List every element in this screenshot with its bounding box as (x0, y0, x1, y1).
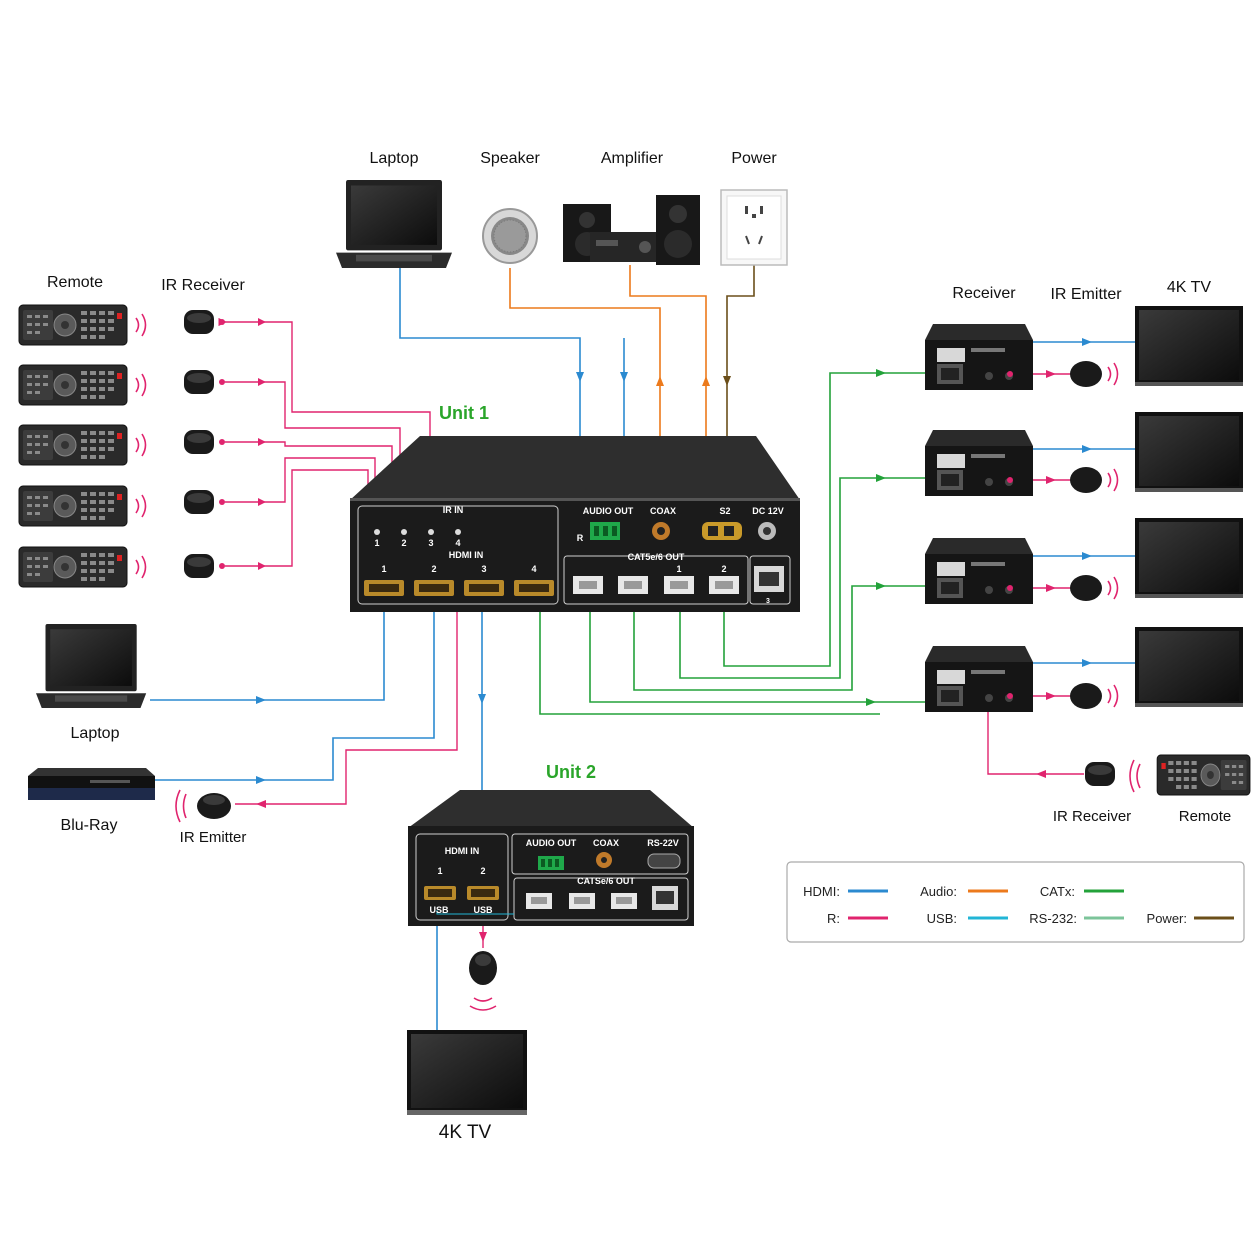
bottom-tv (407, 1030, 527, 1115)
receiver-tv-hdmi (1030, 341, 1135, 664)
unit1-audio-r-label: R (577, 533, 584, 543)
left-ir-emitter-label: IR Emitter (180, 829, 247, 846)
legend-hdmi-label: HDMI: (803, 884, 840, 899)
unit1-hdmi-port-4: 4 (531, 564, 536, 574)
ir-receiver-3 (184, 430, 225, 454)
legend-ir-label: R: (827, 911, 840, 926)
unit1-cat-out-label: CAT5e/6 OUT (628, 552, 685, 562)
tv-3 (1135, 518, 1243, 598)
bottom-ir-emitter (469, 951, 497, 1011)
ir-receiver-1 (184, 310, 225, 334)
legend-power-label: Power: (1147, 911, 1187, 926)
unit1-rs232-label: S2 (719, 506, 730, 516)
top-laptop (336, 180, 452, 268)
ir-emitter-column-label: IR Emitter (1050, 286, 1122, 303)
right-remote-label: Remote (1179, 808, 1232, 825)
unit-2-title: Unit 2 (546, 762, 596, 782)
right-remote (1156, 754, 1251, 796)
legend-rs232-label: RS-232: (1029, 911, 1077, 926)
tv-column-label: 4K TV (1167, 279, 1212, 296)
laptop-hdmi-cable (150, 600, 385, 701)
legend-catx-label: CATx: (1040, 884, 1075, 899)
unit1-ir-in-label: IR IN (443, 505, 464, 515)
unit1-hdmi-port-2: 2 (431, 564, 436, 574)
unit-1-title: Unit 1 (439, 403, 489, 423)
unit-1-device: IR IN 1 2 3 4 HDMI IN 1 2 3 4 AUDIO OUT … (350, 436, 800, 612)
ir-receiver-5 (184, 554, 225, 578)
legend-audio-label: Audio: (920, 884, 957, 899)
left-laptop (36, 624, 147, 708)
unit1-hdmi-port-3: 3 (481, 564, 486, 574)
unit2-hdmi-in-label: HDMI IN (445, 846, 480, 856)
amplifier-device (563, 195, 700, 265)
unit2-usb-label-2: USB (473, 905, 493, 915)
receiver-1 (925, 324, 1033, 390)
ir-emitter-cable (235, 600, 458, 805)
right-ir-emitter-3 (1070, 575, 1119, 601)
unit1-cat-port-1: 1 (676, 564, 681, 574)
unit2-audio-out-label: AUDIO OUT (526, 838, 577, 848)
right-ir-receiver (1085, 759, 1141, 793)
tv-2 (1135, 412, 1243, 492)
unit1-hdmi-port-1: 1 (381, 564, 386, 574)
remote-5 (18, 546, 147, 588)
cable-legend: HDMI: R: Audio: USB: CATx: RS-232: Power… (786, 861, 1245, 943)
unit2-rs232-label: RS-22V (647, 838, 679, 848)
unit1-coax-label: COAX (650, 506, 676, 516)
tv-1 (1135, 306, 1243, 386)
right-ir-receiver-cable (987, 700, 1084, 775)
remote-3 (18, 424, 147, 466)
remote-4 (18, 485, 147, 527)
receiver-column-label: Receiver (952, 285, 1016, 302)
unit1-ir-port-4: 4 (455, 538, 460, 548)
amplifier-label: Amplifier (601, 150, 664, 167)
unit2-coax-label: COAX (593, 838, 619, 848)
right-ir-emitter-4 (1070, 683, 1119, 709)
receiver-2 (925, 430, 1033, 496)
top-laptop-cable (399, 268, 581, 510)
ir-receiver-column-label: IR Receiver (161, 277, 245, 294)
receiver-4 (925, 646, 1033, 712)
power-outlet (720, 189, 788, 266)
bluray-label: Blu-Ray (61, 817, 118, 834)
unit1-dc-label: DC 12V (752, 506, 784, 516)
legend-usb-label: USB: (927, 911, 957, 926)
receiver-3 (925, 538, 1033, 604)
unit1-cat-port-2: 2 (721, 564, 726, 574)
bottom-tv-label: 4K TV (439, 1122, 492, 1143)
ir-receiver-2 (184, 370, 225, 394)
unit1-hdmi-in-label: HDMI IN (449, 550, 484, 560)
unit2-hdmi-port-1: 1 (437, 866, 442, 876)
amplifier-audio-cable (629, 265, 707, 520)
remote-1 (18, 304, 147, 346)
ir-receiver-4 (184, 490, 225, 514)
bluray-hdmi-cable (155, 600, 435, 781)
unit-2-device: HDMI IN 1 2 USB USB AUDIO OUT COAX RS-22… (408, 790, 694, 926)
unit1-ir-port-1: 1 (374, 538, 379, 548)
unit2-hdmi-port-2: 2 (480, 866, 485, 876)
bluray-player (28, 768, 155, 800)
top-laptop-label: Laptop (370, 150, 419, 167)
remote-column-label: Remote (47, 274, 103, 291)
unit1-rj45-label: 3 (766, 598, 770, 605)
right-ir-emitter-2 (1070, 467, 1119, 493)
power-cable (726, 265, 755, 520)
tv-4 (1135, 627, 1243, 707)
right-ir-emitter-1 (1070, 361, 1119, 387)
speaker-audio-cable (509, 268, 661, 520)
left-ir-emitter (175, 789, 231, 823)
unit1-audio-out-label: AUDIO OUT (583, 506, 634, 516)
unit2-cat-out-label: CATSe/6 OUT (577, 876, 635, 886)
left-laptop-label: Laptop (71, 725, 120, 742)
unit1-ir-port-3: 3 (428, 538, 433, 548)
speaker-device (482, 208, 538, 264)
remote-2 (18, 364, 147, 406)
power-label: Power (731, 150, 777, 167)
right-ir-receiver-label: IR Receiver (1053, 808, 1131, 825)
unit1-ir-port-2: 2 (401, 538, 406, 548)
speaker-label: Speaker (480, 150, 540, 167)
unit2-usb-label-1: USB (429, 905, 449, 915)
